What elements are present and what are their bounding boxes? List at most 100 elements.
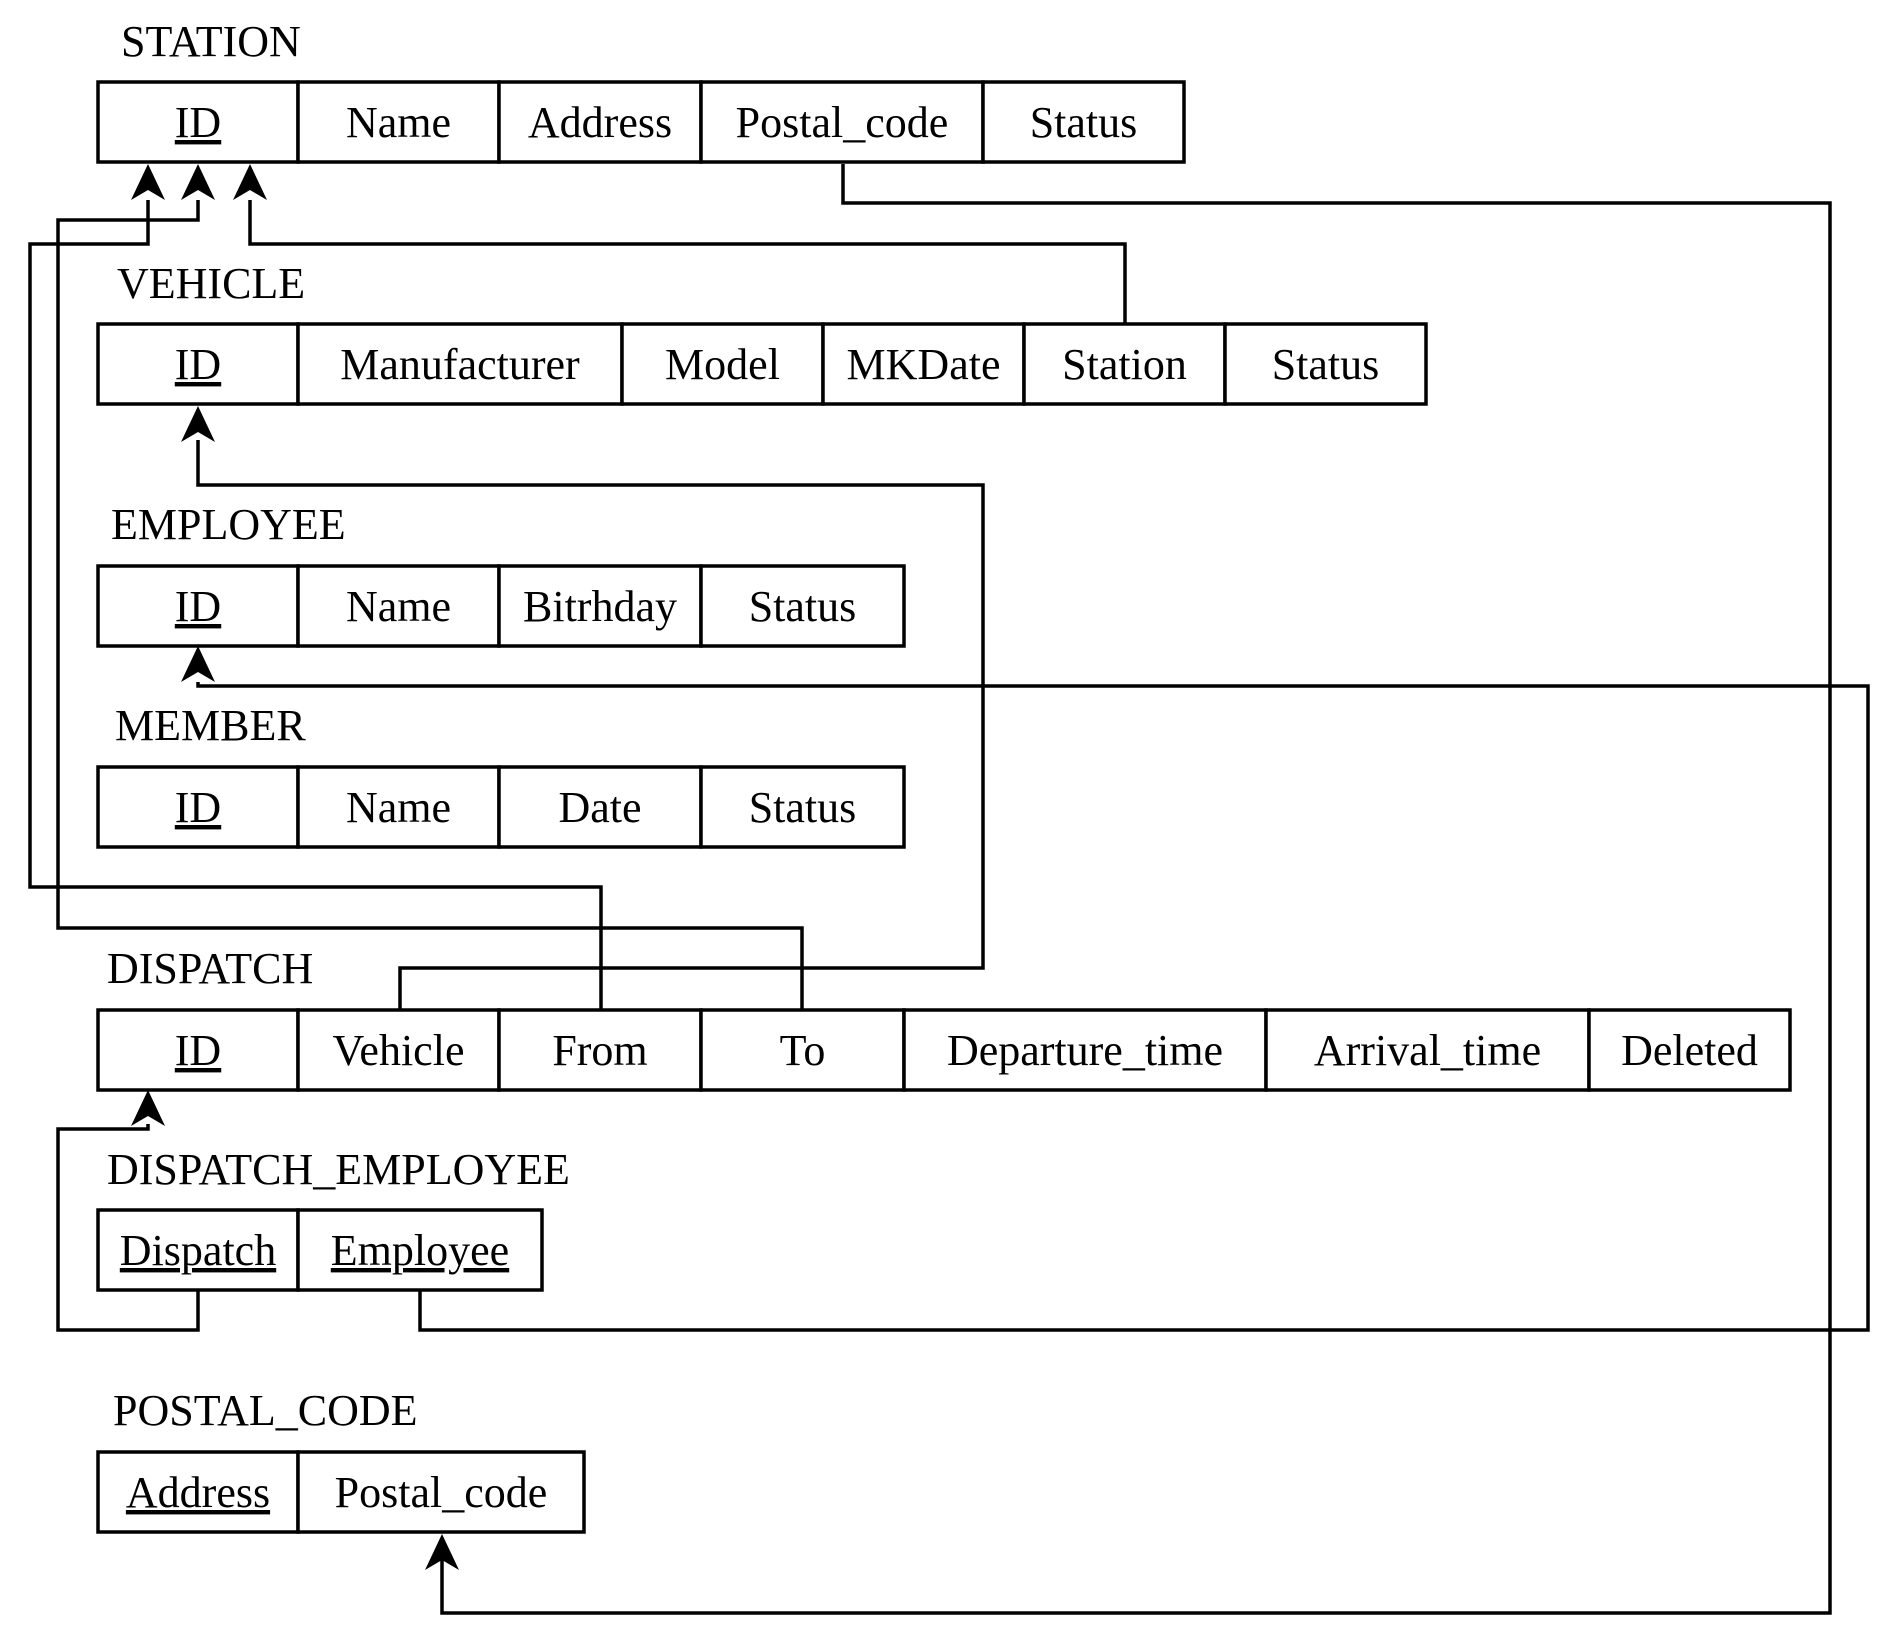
attribute-cell: Name bbox=[296, 765, 501, 849]
relation-title: VEHICLE bbox=[117, 259, 305, 308]
attribute-label: Status bbox=[1030, 98, 1138, 147]
attribute-cell-border bbox=[981, 80, 1186, 164]
attribute-label: Station bbox=[1062, 340, 1187, 389]
attribute-label: Status bbox=[1272, 340, 1380, 389]
attribute-cell: ID bbox=[96, 80, 300, 164]
link-dispatch-employee-dispatch bbox=[56, 1124, 200, 1332]
attribute-cell: Status bbox=[699, 564, 906, 648]
attribute-cell-border bbox=[96, 765, 300, 849]
link-dispatch-vehicle bbox=[196, 440, 985, 1010]
attribute-cell-border bbox=[96, 1008, 300, 1092]
attribute-cell: ID bbox=[96, 322, 300, 406]
attribute-cell: Model bbox=[620, 322, 825, 406]
link-dispatch-from bbox=[28, 200, 603, 1010]
attribute-label: Postal_code bbox=[736, 98, 949, 147]
attribute-label: Status bbox=[749, 582, 857, 631]
link-vehicle-station bbox=[248, 200, 1127, 324]
relation-title: EMPLOYEE bbox=[111, 500, 346, 549]
attribute-label: Name bbox=[346, 582, 451, 631]
arrowhead-icon bbox=[131, 1090, 165, 1126]
attribute-label: Departure_time bbox=[947, 1026, 1223, 1075]
key-attribute-label: ID bbox=[175, 582, 221, 631]
key-attribute-label: ID bbox=[175, 98, 221, 147]
attribute-cell: Dispatch bbox=[96, 1208, 300, 1292]
attribute-cell: Deleted bbox=[1587, 1008, 1792, 1092]
attribute-label: Status bbox=[749, 783, 857, 832]
arrowhead-icon bbox=[181, 164, 215, 200]
attribute-cell: Address bbox=[497, 80, 703, 164]
attribute-cell: ID bbox=[96, 765, 300, 849]
attribute-cell: From bbox=[497, 1008, 703, 1092]
attribute-cell: Station bbox=[1022, 322, 1227, 406]
attribute-cell: Status bbox=[981, 80, 1186, 164]
foreign-key-links bbox=[28, 164, 1870, 1615]
relation-postal-code: POSTAL_CODE Address Postal_code bbox=[96, 1386, 586, 1534]
relation-title: POSTAL_CODE bbox=[113, 1386, 418, 1435]
attribute-cell-border bbox=[497, 564, 703, 648]
link-station-postal-code bbox=[440, 164, 1832, 1615]
attribute-cell: To bbox=[699, 1008, 906, 1092]
attribute-label: Name bbox=[346, 783, 451, 832]
attribute-cell: ID bbox=[96, 1008, 300, 1092]
key-attribute-label: ID bbox=[175, 1026, 221, 1075]
attribute-cell: Arrival_time bbox=[1264, 1008, 1591, 1092]
relation-title: STATION bbox=[121, 17, 301, 66]
attribute-cell-border bbox=[1223, 322, 1428, 406]
relation-station: STATION ID Name Address Postal_code Status bbox=[96, 17, 1186, 164]
arrowhead-icon bbox=[425, 1534, 459, 1570]
attribute-cell: Postal_code bbox=[296, 1450, 586, 1534]
relation-member: MEMBER ID Name Date Status bbox=[96, 701, 906, 849]
attribute-cell-border bbox=[1587, 1008, 1792, 1092]
attribute-cell-border bbox=[96, 322, 300, 406]
attribute-label: Address bbox=[528, 98, 672, 147]
key-attribute-label: ID bbox=[175, 783, 221, 832]
relation-title: MEMBER bbox=[115, 701, 306, 750]
arrowheads bbox=[131, 164, 459, 1570]
attribute-cell: Vehicle bbox=[296, 1008, 501, 1092]
attribute-cell-border bbox=[96, 564, 300, 648]
arrowhead-icon bbox=[233, 164, 267, 200]
arrowhead-icon bbox=[181, 646, 215, 682]
key-attribute-label: Employee bbox=[331, 1226, 509, 1275]
relation-dispatch: DISPATCH ID Vehicle From To Departure_time Arr… bbox=[96, 944, 1792, 1092]
attribute-cell-border bbox=[699, 564, 906, 648]
attribute-label: Date bbox=[558, 783, 641, 832]
attribute-cell-border bbox=[699, 765, 906, 849]
attribute-cell-border bbox=[1022, 322, 1227, 406]
link-dispatch-employee-employee bbox=[196, 682, 1870, 1332]
arrowhead-icon bbox=[131, 164, 165, 200]
attribute-cell-border bbox=[296, 1450, 586, 1534]
attribute-label: Postal_code bbox=[335, 1468, 548, 1517]
attribute-label: Arrival_time bbox=[1314, 1026, 1541, 1075]
relation-title: DISPATCH_EMPLOYEE bbox=[107, 1145, 570, 1194]
attribute-cell-border bbox=[296, 765, 501, 849]
attribute-label: MKDate bbox=[847, 340, 1001, 389]
attribute-label: From bbox=[552, 1026, 647, 1075]
attribute-cell-border bbox=[1264, 1008, 1591, 1092]
attribute-cell-border bbox=[296, 1208, 544, 1292]
attribute-cell-border bbox=[902, 1008, 1268, 1092]
relation-dispatch-employee: DISPATCH_EMPLOYEE Dispatch Employee bbox=[96, 1145, 570, 1292]
attribute-cell-border bbox=[497, 765, 703, 849]
attribute-cell-border bbox=[96, 80, 300, 164]
attribute-label: Vehicle bbox=[333, 1026, 465, 1075]
attribute-cell-border bbox=[497, 80, 703, 164]
attribute-cell: MKDate bbox=[821, 322, 1026, 406]
attribute-cell-border bbox=[96, 1450, 300, 1534]
attribute-cell: Name bbox=[296, 564, 501, 648]
attribute-cell: Status bbox=[699, 765, 906, 849]
attribute-cell: Date bbox=[497, 765, 703, 849]
attribute-cell: Departure_time bbox=[902, 1008, 1268, 1092]
relation-title: DISPATCH bbox=[107, 944, 313, 993]
attribute-label: Deleted bbox=[1621, 1026, 1758, 1075]
arrowhead-icon bbox=[181, 406, 215, 442]
key-attribute-label: Address bbox=[126, 1468, 270, 1517]
link-dispatch-to bbox=[56, 200, 804, 1010]
attribute-cell: Manufacturer bbox=[296, 322, 624, 406]
key-attribute-label: Dispatch bbox=[120, 1226, 276, 1275]
attribute-label: Name bbox=[346, 98, 451, 147]
attribute-cell-border bbox=[620, 322, 825, 406]
